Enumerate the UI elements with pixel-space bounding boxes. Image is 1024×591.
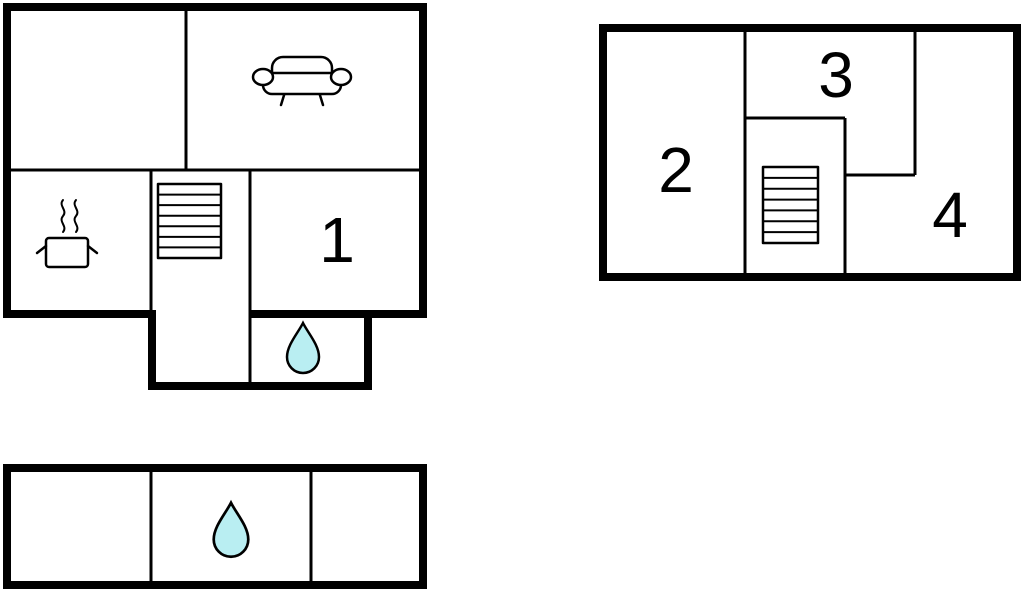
upper-floor-inner-walls	[743, 28, 917, 277]
sofa-icon	[251, 55, 353, 107]
room-1-label: 1	[319, 204, 355, 276]
room-4-label: 4	[932, 179, 968, 251]
upper-floor: 2 3 4	[599, 24, 1021, 281]
room-2-label: 2	[658, 134, 694, 206]
basement-inner-walls	[149, 468, 313, 585]
room-3-label: 3	[818, 39, 854, 111]
steam-pot-icon	[35, 199, 99, 269]
basement-outer-wall	[3, 464, 427, 589]
basement-floor	[3, 464, 427, 589]
ground-floor-inner-walls	[7, 7, 423, 386]
stairs-icon-upper	[761, 165, 820, 245]
stairs-icon-ground	[156, 182, 223, 260]
ground-floor: 1	[3, 3, 427, 390]
